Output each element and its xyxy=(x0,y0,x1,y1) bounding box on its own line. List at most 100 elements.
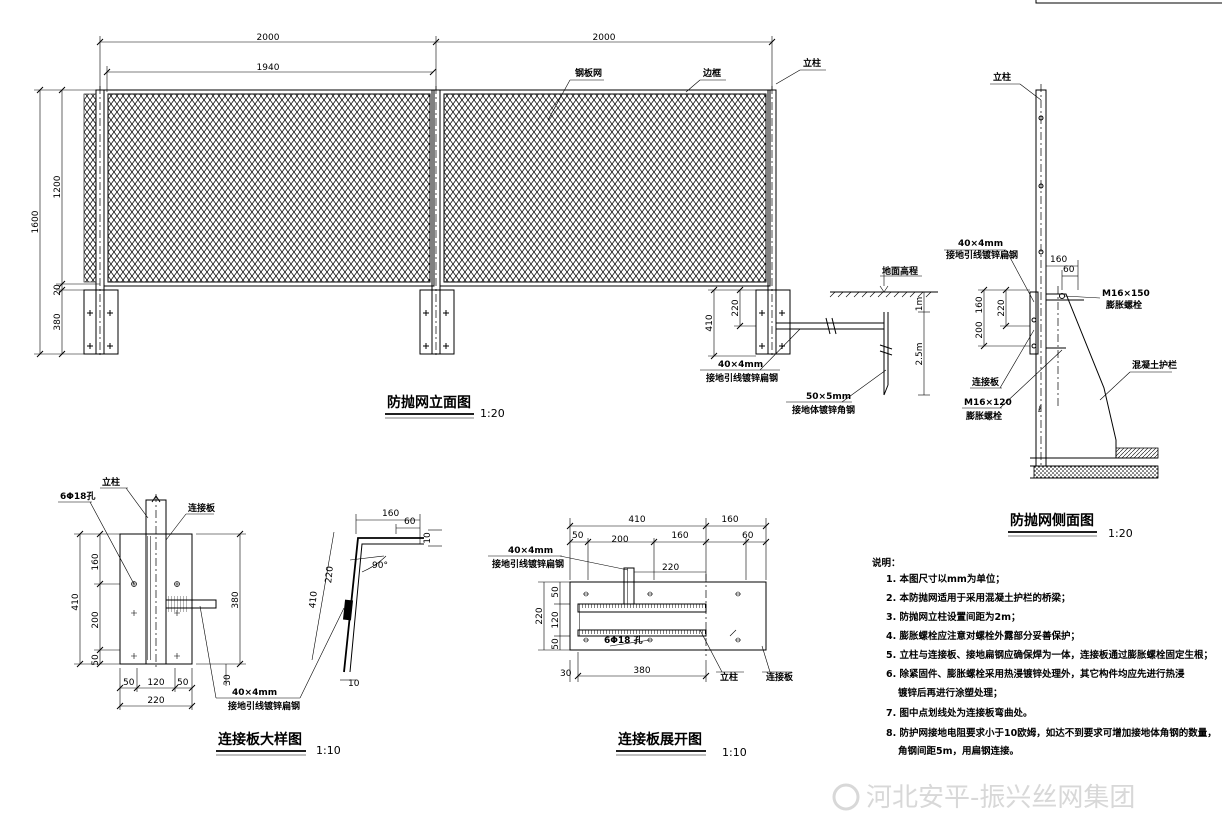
post-right xyxy=(767,86,777,358)
note-item: 8. 防护网接地电阻要求小于10欧姆，如达不到要求可增加接地体角钢的数量， xyxy=(886,727,1217,739)
note-item: 镀锌后再进行涂塑处理； xyxy=(898,687,1003,699)
unfold-dim-60: 60 xyxy=(742,531,754,541)
detail-label-plate: 连接板 xyxy=(188,502,216,514)
side-label-bolt-b-size: M16×120 xyxy=(964,398,1012,408)
side-label-guard: 混凝土护栏 xyxy=(1132,359,1177,371)
dim-mesh-width: 1940 xyxy=(257,63,280,73)
detail-label-flat-size: 40×4mm xyxy=(232,688,277,698)
note-item: 2. 本防抛网适用于采用混凝土护栏的桥梁； xyxy=(886,592,1071,604)
unfold-dim-160a: 160 xyxy=(721,515,738,525)
label-angle-size: 50×5mm xyxy=(806,392,851,402)
unfold-dim-h50b: 50 xyxy=(551,638,561,650)
note-item: 1. 本图尺寸以mm为单位； xyxy=(886,573,1005,585)
plate-detail-view: 410 160 200 50 50 120 50 220 380 30 6Φ18… xyxy=(58,476,442,757)
unfold-dim-h50a: 50 xyxy=(551,586,561,598)
bend-dim-10b: 10 xyxy=(348,679,360,689)
unfold-label-plate: 连接板 xyxy=(766,671,794,683)
side-dim-160: 160 xyxy=(1050,255,1067,265)
scale-unfold: 1:10 xyxy=(722,746,747,759)
side-dim-h220: 220 xyxy=(997,299,1007,316)
dim-rod-2: 2.5m xyxy=(915,342,925,365)
bend-dim-60: 60 xyxy=(404,517,416,527)
unfold-dim-h220: 220 xyxy=(535,607,545,624)
title-unfold: 连接板展开图 xyxy=(618,731,702,748)
unfold-label-hole: 6Φ18 孔 xyxy=(604,634,643,646)
detail-dim-w50b: 50 xyxy=(177,678,189,688)
title-elevation: 防抛网立面图 xyxy=(387,394,471,411)
bend-dim-410: 410 xyxy=(308,590,320,608)
dim-ground-d: 410 xyxy=(705,314,715,331)
watermark: 河北安平-振兴丝网集团 xyxy=(832,783,1135,813)
bend-angle: 90° xyxy=(372,561,388,571)
side-dim-h200: 200 xyxy=(975,321,985,338)
detail-dim-50: 50 xyxy=(91,654,101,666)
unfold-label-post: 立柱 xyxy=(720,671,738,683)
label-flat-steel-size: 40×4mm xyxy=(718,360,763,370)
unfold-label-flat-name: 接地引线镀锌扁钢 xyxy=(492,558,564,570)
title-detail: 连接板大样图 xyxy=(218,731,302,748)
scale-side: 1:20 xyxy=(1108,527,1133,540)
detail-dim-200: 200 xyxy=(91,611,101,628)
side-label-bolt-a-name: 膨胀螺栓 xyxy=(1105,299,1142,311)
unfold-dim-380: 380 xyxy=(633,666,650,676)
detail-dim-380: 380 xyxy=(231,591,241,608)
elevation-view: 2000 2000 1940 1600 1200 20 380 xyxy=(31,33,938,420)
unfold-dim-30: 30 xyxy=(560,669,572,679)
detail-label-flat-name: 接地引线镀锌扁钢 xyxy=(228,700,300,712)
unfold-dim-50: 50 xyxy=(572,531,584,541)
bend-dim-220: 220 xyxy=(324,565,336,583)
label-angle-name: 接地体镀锌角钢 xyxy=(792,404,855,416)
side-view: 立柱 ℓ 160 60 160 220 200 xyxy=(944,71,1177,540)
dim-base: 380 xyxy=(53,313,63,330)
note-item: 7. 图中点划线处为连接板弯曲处。 xyxy=(886,707,1033,719)
unfold-dim-h120: 120 xyxy=(551,611,561,628)
side-mark: ℓ xyxy=(1037,405,1042,415)
side-label-bolt-b-name: 膨胀螺栓 xyxy=(965,410,1002,422)
notes-head: 说明： xyxy=(872,557,901,569)
label-frame: 边框 xyxy=(702,67,721,79)
note-item: 6. 除紧固件、膨胀螺栓采用热浸镀锌处理外，其它构件均应先进行热浸 xyxy=(886,668,1185,680)
detail-dim-w220: 220 xyxy=(147,696,164,706)
scale-detail: 1:10 xyxy=(316,744,341,757)
detail-dim-w50a: 50 xyxy=(123,678,135,688)
scale-elevation: 1:20 xyxy=(480,407,505,420)
unfold-dim-410: 410 xyxy=(628,515,645,525)
unfold-dim-160b: 160 xyxy=(671,531,688,541)
bend-dim-10: 10 xyxy=(423,532,433,544)
dim-ground-h: 220 xyxy=(731,299,741,316)
side-label-plate: 连接板 xyxy=(972,376,1000,388)
note-item: 4. 膨胀螺栓应注意对螺栓外露部分妥善保护； xyxy=(886,630,1080,642)
note-item: 角钢间距5m，用扁钢连接。 xyxy=(898,745,1019,757)
dim-rod-1: 1m xyxy=(915,297,925,312)
post-left xyxy=(95,86,105,358)
side-dim-60: 60 xyxy=(1063,265,1075,275)
post-middle xyxy=(431,86,441,358)
detail-dim-w120: 120 xyxy=(147,678,164,688)
dim-total-height: 1600 xyxy=(31,210,41,233)
unfold-dim-200: 200 xyxy=(611,535,628,545)
dim-gap: 20 xyxy=(53,284,63,296)
label-post: 立柱 xyxy=(803,57,821,69)
watermark-text: 河北安平-振兴丝网集团 xyxy=(866,783,1135,813)
side-label-post: 立柱 xyxy=(993,71,1011,83)
notes-block: 说明： 1. 本图尺寸以mm为单位； 2. 本防抛网适用于采用混凝土护栏的桥梁；… xyxy=(872,557,1217,757)
note-item: 5. 立柱与连接板、接地扁钢应确保焊为一体，连接板通过膨胀螺栓固定生根； xyxy=(886,649,1213,661)
dim-mesh-height: 1200 xyxy=(53,175,63,198)
dim-span-1: 2000 xyxy=(257,33,280,43)
side-label-flat-size: 40×4mm xyxy=(958,239,1003,249)
detail-dim-160: 160 xyxy=(91,553,101,570)
detail-dim-30: 30 xyxy=(223,674,233,686)
side-label-bolt-a-size: M16×150 xyxy=(1102,289,1150,299)
unfold-dim-220: 220 xyxy=(662,563,679,573)
label-ground: 地面高程 xyxy=(882,265,918,277)
side-label-flat-name: 接地引线镀锌扁钢 xyxy=(946,249,1018,261)
plate-unfold-view: 410 160 50 200 160 60 220 220 50 120 50 … xyxy=(488,515,794,759)
detail-label-hole: 6Φ18孔 xyxy=(60,490,95,502)
bend-dim-160: 160 xyxy=(382,509,399,519)
title-side: 防抛网侧面图 xyxy=(1010,512,1094,529)
unfold-label-flat-size: 40×4mm xyxy=(508,546,553,556)
note-item: 3. 防抛网立柱设置间距为2m； xyxy=(886,611,1021,623)
dim-span-2: 2000 xyxy=(593,33,616,43)
side-dim-h160: 160 xyxy=(975,296,985,313)
